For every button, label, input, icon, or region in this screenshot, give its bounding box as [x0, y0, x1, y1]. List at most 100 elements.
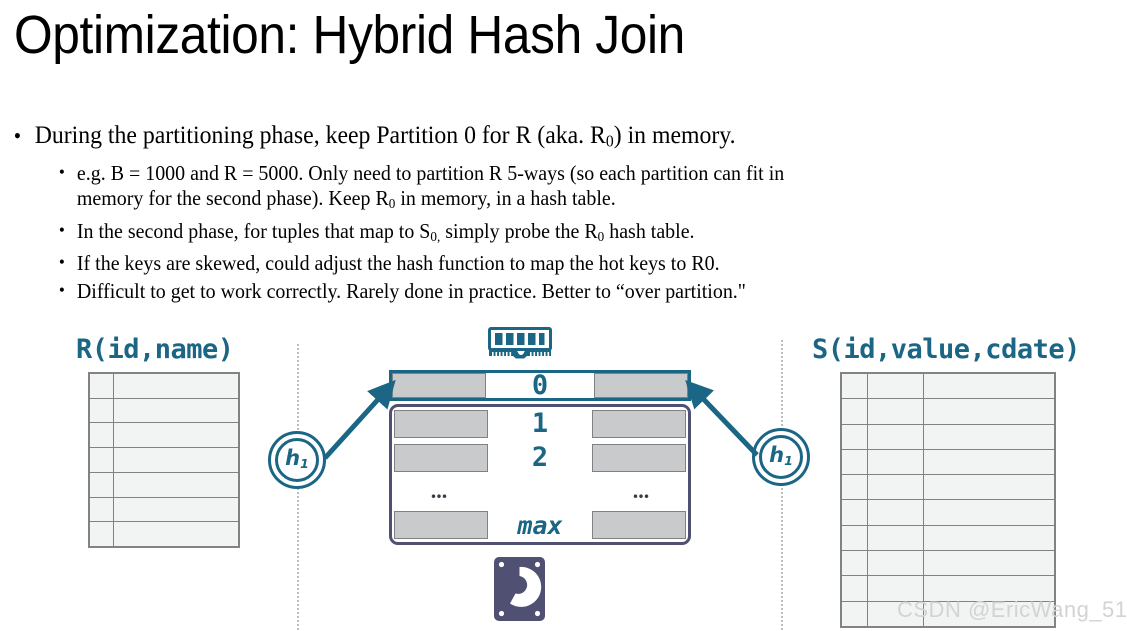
- right-table-label: S(id,value,cdate): [812, 334, 1080, 365]
- table-cell-cdate: [924, 450, 1054, 474]
- bullet-text: In the second phase, for tuples that map…: [76, 218, 695, 244]
- hash-circle-inner: h1: [275, 438, 319, 482]
- table-cell-id: [842, 374, 868, 399]
- partition-block-left: [392, 373, 486, 398]
- bullet-level2-item: • Difficult to get to work correctly. Ra…: [56, 279, 1067, 305]
- table-row: [90, 497, 238, 523]
- partition-number-max: max: [517, 510, 563, 540]
- bullet-level2-item: • If the keys are skewed, could adjust t…: [56, 251, 1067, 277]
- table-row: [842, 576, 1054, 602]
- vertical-ellipsis-icon: ...: [430, 478, 448, 504]
- partition-block-left: [394, 511, 488, 540]
- bullet-marker: •: [58, 252, 65, 273]
- left-relation-table: [88, 372, 240, 548]
- table-cell-id: [90, 522, 114, 547]
- partition-number: 0: [531, 370, 549, 401]
- hash-function-right: h1: [752, 428, 810, 486]
- table-cell-name: [114, 473, 238, 497]
- table-cell-name: [114, 399, 238, 423]
- table-row: [842, 424, 1054, 450]
- bullet-level2-item: • e.g. B = 1000 and R = 5000. Only need …: [56, 161, 1067, 217]
- partition-block-right: [592, 409, 686, 438]
- vertical-ellipsis-icon: ...: [632, 478, 650, 504]
- table-cell-id: [842, 576, 868, 601]
- table-cell-cdate: [924, 425, 1054, 449]
- table-row: [842, 525, 1054, 552]
- partition-ellipsis-row: ... ...: [392, 475, 688, 509]
- table-row: [842, 399, 1054, 425]
- table-cell-value: [868, 475, 924, 500]
- table-cell-value: [868, 424, 924, 449]
- hash-label: h1: [769, 442, 793, 468]
- table-cell-value: [868, 601, 924, 626]
- table-row: [90, 448, 238, 473]
- table-cell-id: [90, 497, 114, 522]
- memory-partition-row: 0: [389, 370, 691, 401]
- table-cell-id: [842, 551, 868, 576]
- bullet-level2-group: • e.g. B = 1000 and R = 5000. Only need …: [56, 161, 1120, 305]
- table-cell-name: [114, 522, 238, 546]
- partition-block-right: [594, 373, 688, 398]
- left-table-label: R(id,name): [76, 334, 234, 365]
- bullet-text: If the keys are skewed, could adjust the…: [76, 251, 720, 276]
- bullet-text: Difficult to get to work correctly. Rare…: [76, 278, 746, 303]
- partition-row: 2: [392, 441, 688, 475]
- table-cell-name: [114, 423, 238, 447]
- table-cell-id: [842, 601, 868, 626]
- arrow-left-hash-to-partition: [323, 379, 396, 460]
- partition-number: 1: [531, 408, 549, 440]
- table-cell-value: [868, 399, 924, 424]
- bullet-level1-item: • During the partitioning phase, keep Pa…: [10, 120, 1065, 157]
- table-cell-value: [868, 551, 924, 576]
- table-cell-cdate: [924, 374, 1054, 398]
- table-cell-id: [842, 449, 868, 475]
- table-cell-id: [842, 500, 868, 525]
- bullet-marker: •: [58, 161, 65, 182]
- bullet-text: e.g. B = 1000 and R = 5000. Only need to…: [76, 160, 785, 212]
- table-cell-value: [868, 525, 924, 551]
- table-cell-cdate: [924, 526, 1054, 550]
- hash-label: h1: [285, 445, 309, 471]
- right-relation-table: [840, 372, 1056, 628]
- partition-block-left: [394, 443, 488, 472]
- bullet-level2-item: • In the second phase, for tuples that m…: [56, 219, 1067, 250]
- partition-block-left: [394, 409, 488, 438]
- table-cell-id: [90, 423, 114, 448]
- bullet-marker: •: [58, 219, 65, 240]
- table-cell-id: [842, 525, 868, 551]
- table-cell-cdate: [924, 399, 1054, 423]
- table-cell-cdate: [924, 551, 1054, 575]
- table-row: [90, 423, 238, 449]
- page-title: Optimization: Hybrid Hash Join: [14, 5, 685, 65]
- partition-block-right: [592, 443, 686, 472]
- table-cell-value: [868, 500, 924, 525]
- table-row: [842, 449, 1054, 476]
- arrow-right-hash-to-partition: [685, 380, 759, 457]
- table-cell-id: [842, 399, 868, 424]
- bullet-list: • During the partitioning phase, keep Pa…: [10, 120, 1120, 306]
- table-row: [842, 500, 1054, 526]
- table-row: [90, 472, 238, 498]
- hash-circle-inner: h1: [759, 435, 803, 479]
- table-cell-name: [114, 448, 238, 472]
- table-cell-id: [842, 424, 868, 449]
- table-row: [842, 374, 1054, 400]
- table-cell-value: [868, 449, 924, 475]
- table-cell-id: [90, 398, 114, 423]
- table-cell-id: [90, 472, 114, 497]
- partition-row: max: [392, 508, 688, 542]
- table-row: [842, 475, 1054, 501]
- table-row: [90, 374, 238, 399]
- table-cell-cdate: [924, 500, 1054, 524]
- table-cell-value: [868, 576, 924, 601]
- table-row: [90, 398, 238, 424]
- partition-block-right: [592, 511, 686, 540]
- ram-icon: [488, 327, 552, 360]
- bullet-marker: •: [58, 279, 65, 300]
- table-row: [90, 522, 238, 547]
- hash-function-left: h1: [268, 431, 326, 489]
- bullet-marker: •: [13, 123, 22, 148]
- table-cell-name: [114, 374, 238, 398]
- table-cell-value: [868, 374, 924, 399]
